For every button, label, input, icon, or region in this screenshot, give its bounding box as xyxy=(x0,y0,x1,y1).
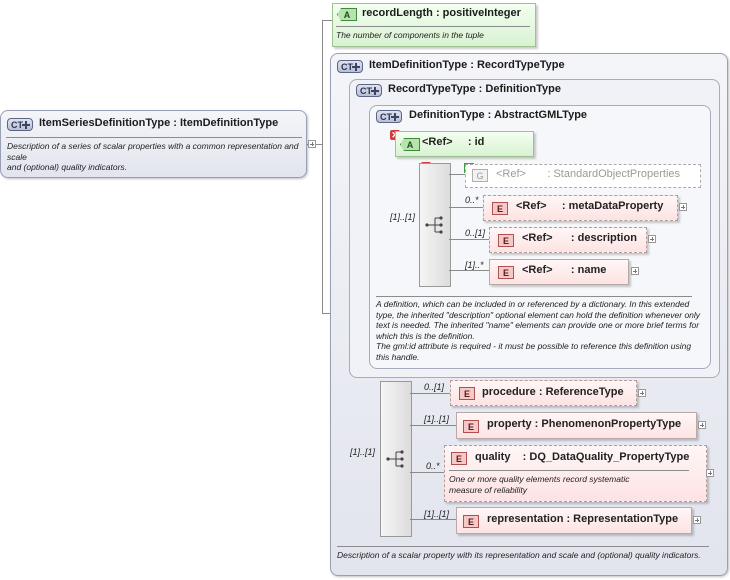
representation-label: representation : RepresentationType xyxy=(487,513,679,525)
record-length-title: recordLength : positiveInteger xyxy=(362,7,521,19)
attribute-badge: A xyxy=(337,8,357,21)
record-type-title: RecordTypeType : DefinitionType xyxy=(388,83,561,95)
definition-type-title: DefinitionType : AbstractGMLType xyxy=(409,109,588,121)
connector-itemdef xyxy=(322,313,334,314)
element-badge: E xyxy=(492,202,508,215)
root-title: ItemSeriesDefinitionType : ItemDefinitio… xyxy=(39,117,279,129)
complex-type-badge: CT xyxy=(356,84,382,97)
root-expander-icon[interactable] xyxy=(308,140,316,148)
root-complex-type[interactable]: CT ItemSeriesDefinitionType : ItemDefini… xyxy=(0,110,307,178)
element-badge: E xyxy=(463,420,479,433)
description-cardinality: 0..[1] xyxy=(465,228,486,238)
property-cardinality: [1]..[1] xyxy=(424,414,450,424)
record-length-attribute[interactable]: A recordLength : positiveInteger The num… xyxy=(332,3,536,47)
metadata-property-element[interactable]: E <Ref> : metaDataProperty xyxy=(483,195,678,221)
metadata-property-label: <Ref> : metaDataProperty xyxy=(516,200,664,212)
quality-label: quality : DQ_DataQuality_PropertyType xyxy=(475,451,690,463)
id-attribute-label: <Ref> : id xyxy=(422,136,485,148)
description-expander-icon[interactable] xyxy=(648,235,656,243)
group-label: <Ref> : StandardObjectProperties xyxy=(496,168,681,180)
metadata-cardinality: 0..* xyxy=(465,195,479,205)
property-element[interactable]: E property : PhenomenonPropertyType xyxy=(456,412,697,439)
attribute-badge: A xyxy=(400,138,420,151)
property-expander-icon[interactable] xyxy=(698,421,706,429)
expand-plus-icon xyxy=(22,121,30,129)
connector-recordlength xyxy=(322,20,334,21)
collapse-minus-icon xyxy=(391,113,399,121)
definition-sequence-compositor[interactable] xyxy=(419,163,451,287)
procedure-cardinality: 0..[1] xyxy=(424,382,445,392)
sequence-icon xyxy=(386,450,404,468)
sequence-icon xyxy=(425,216,443,234)
quality-element[interactable]: E quality : DQ_DataQuality_PropertyType … xyxy=(444,445,707,502)
quality-expander-icon[interactable] xyxy=(706,469,714,477)
name-cardinality: [1]..* xyxy=(465,260,484,270)
element-badge: E xyxy=(498,266,514,279)
expand-plus-icon xyxy=(371,87,379,95)
element-badge: E xyxy=(498,234,514,247)
name-expander-icon[interactable] xyxy=(631,267,639,275)
procedure-expander-icon[interactable] xyxy=(638,389,646,397)
item-sequence-compositor[interactable] xyxy=(380,381,412,537)
description-label: <Ref> : description xyxy=(522,232,637,244)
representation-cardinality: [1]..[1] xyxy=(424,509,450,519)
representation-expander-icon[interactable] xyxy=(693,516,701,524)
item-definition-description: Description of a scalar property with it… xyxy=(337,550,701,560)
complex-type-badge: CT xyxy=(337,60,363,73)
definition-type-description: A definition, which can be included in o… xyxy=(376,299,701,362)
id-attribute[interactable]: A <Ref> : id xyxy=(395,131,534,157)
procedure-element[interactable]: E procedure : ReferenceType xyxy=(450,380,637,406)
quality-cardinality: 0..* xyxy=(426,461,440,471)
item-definition-title: ItemDefinitionType : RecordTypeType xyxy=(369,59,565,71)
quality-description: One or more quality elements record syst… xyxy=(449,474,630,495)
group-badge: G xyxy=(472,169,488,182)
metadata-expander-icon[interactable] xyxy=(679,203,687,211)
record-length-description: The number of components in the tuple xyxy=(336,30,484,40)
connector-root-vertical xyxy=(322,20,323,314)
name-label: <Ref> : name xyxy=(522,264,607,276)
name-element[interactable]: E <Ref> : name xyxy=(489,259,629,285)
complex-type-badge: CT xyxy=(7,118,33,131)
property-label: property : PhenomenonPropertyType xyxy=(487,418,682,430)
complex-type-badge: CT xyxy=(376,110,402,123)
element-badge: E xyxy=(451,452,467,465)
description-element[interactable]: E <Ref> : description xyxy=(489,227,647,253)
expand-plus-icon xyxy=(352,63,360,71)
element-badge: E xyxy=(463,515,479,528)
representation-element[interactable]: E representation : RepresentationType xyxy=(456,507,692,534)
root-description: Description of a series of scalar proper… xyxy=(7,141,299,172)
definition-sequence-cardinality: [1]..[1] xyxy=(390,212,416,222)
standard-object-properties-group[interactable]: G <Ref> : StandardObjectProperties xyxy=(465,164,701,188)
item-sequence-cardinality: [1]..[1] xyxy=(350,447,376,457)
procedure-label: procedure : ReferenceType xyxy=(482,386,624,398)
element-badge: E xyxy=(459,387,475,400)
